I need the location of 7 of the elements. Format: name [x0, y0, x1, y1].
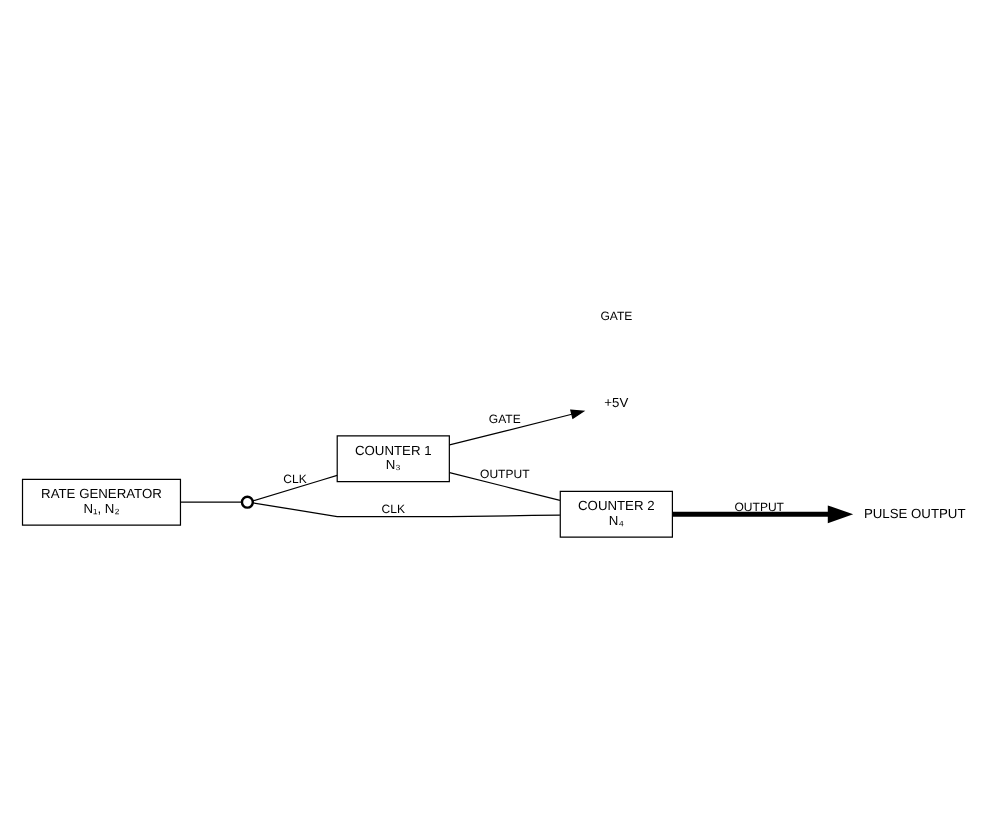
arrow — [672, 504, 854, 523]
connector — [252, 473, 338, 501]
node-circle — [240, 494, 254, 508]
arrow — [449, 408, 586, 445]
connector — [180, 500, 243, 502]
connector — [449, 471, 561, 500]
connector — [252, 501, 561, 517]
